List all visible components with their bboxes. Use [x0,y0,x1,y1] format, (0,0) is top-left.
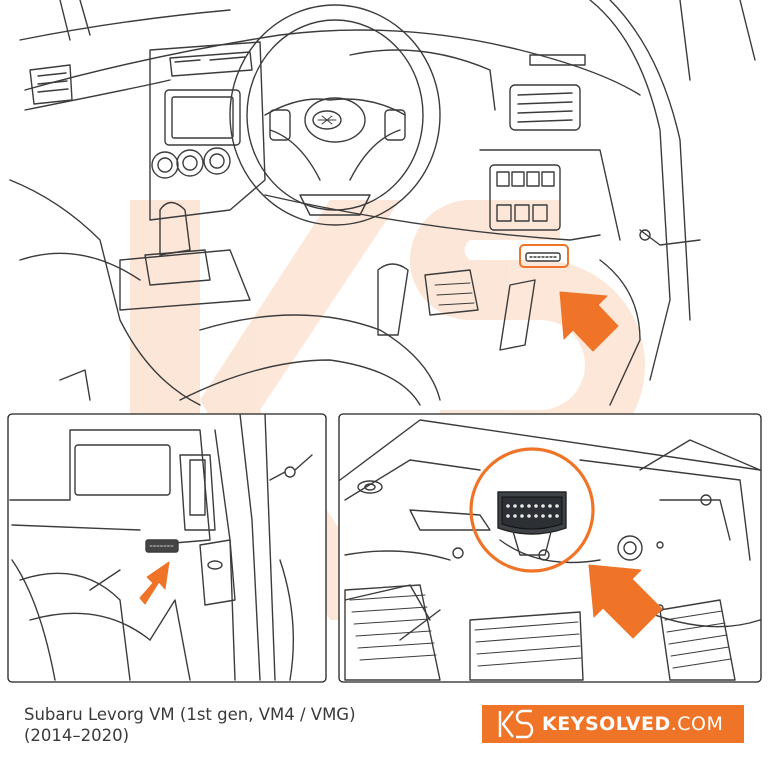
caption-line-1: Subaru Levorg VM (1st gen, VM4 / VMG) [24,705,356,724]
gear-shifter [119,201,251,311]
brand-wordmark: KEYSOLVED.COM [542,713,723,735]
right-inset-obd-connector [497,491,567,556]
left-inset-obd-port [145,539,179,553]
brand-name: KEYSOLVED [542,713,671,735]
right-inset-highlight-ring [469,447,595,573]
right-inset-pedals [344,584,736,681]
brand-domain: .COM [670,713,724,735]
left-inset-drawing [9,413,313,681]
main-obd-port [519,244,569,268]
main-pointer-arrow [559,291,619,352]
right-inset-panel [338,413,762,683]
vehicle-caption: Subaru Levorg VM (1st gen, VM4 / VMG) (2… [24,704,444,746]
illustration [7,0,762,683]
keysolved-logo-icon [498,709,534,739]
caption-line-2: (2014–2020) [24,726,130,745]
right-inset-pointer-arrow [588,564,663,639]
right-inset-drawing [339,419,761,641]
main-interior-scene [9,0,756,620]
switch-panel [489,164,561,231]
right-vent [509,84,581,131]
pedals [377,263,536,351]
brand-badge: KEYSOLVED.COM [482,705,744,743]
left-inset-panel [7,413,327,683]
left-inset-pointer-arrow [139,561,170,605]
